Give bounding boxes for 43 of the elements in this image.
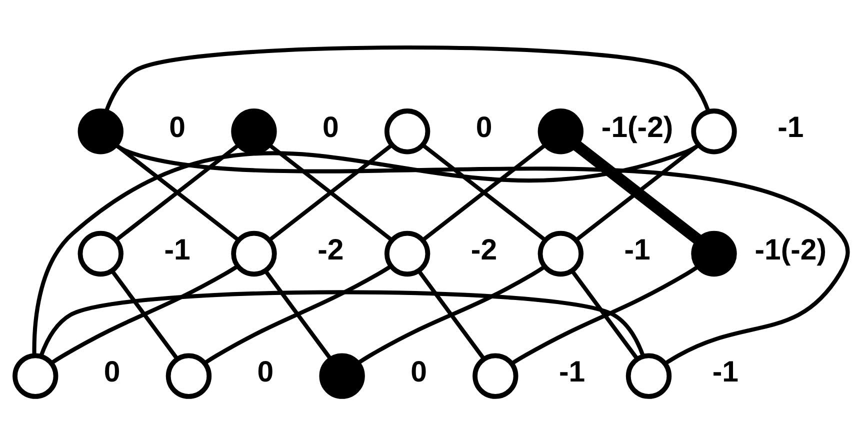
node-circle [691, 108, 737, 154]
node-circle [384, 108, 430, 154]
node-circle [538, 230, 584, 277]
node-label: 0 [169, 110, 186, 144]
node-circle [626, 353, 672, 399]
node-label: -1(-2) [601, 110, 674, 144]
node-circle [78, 230, 124, 277]
connector [510, 265, 699, 366]
node-label: -1 [164, 233, 190, 266]
connector [32, 143, 700, 356]
node-circle [472, 353, 518, 399]
connector [417, 270, 486, 360]
connector [204, 264, 392, 365]
connector [104, 46, 710, 112]
node-label: 0 [322, 110, 339, 144]
node-label: -1 [778, 110, 804, 144]
connector [39, 290, 646, 358]
connector [114, 143, 850, 366]
node-circle [12, 353, 58, 399]
node-circle [384, 230, 430, 277]
node-label: -1 [624, 233, 650, 266]
node-label: 0 [410, 356, 427, 389]
node-circle [538, 108, 584, 154]
connector [110, 270, 179, 360]
node-label: 0 [104, 356, 120, 389]
connector [50, 264, 238, 365]
node-label: -1 [712, 356, 738, 389]
node-circle [231, 230, 277, 277]
node-circle [166, 353, 212, 399]
connector [357, 265, 546, 365]
node-circle [231, 108, 277, 154]
connector [422, 144, 546, 242]
node-label: -1(-2) [754, 233, 827, 266]
node-circle [78, 108, 124, 154]
node-label: 0 [257, 356, 274, 389]
connector [570, 270, 639, 360]
node-label: -1 [559, 356, 586, 389]
node-label: -2 [318, 233, 344, 266]
node-label: 0 [476, 110, 492, 144]
node-circle [691, 230, 737, 277]
node-label: -2 [470, 233, 498, 266]
connector [264, 270, 332, 360]
node-circle [319, 353, 365, 399]
